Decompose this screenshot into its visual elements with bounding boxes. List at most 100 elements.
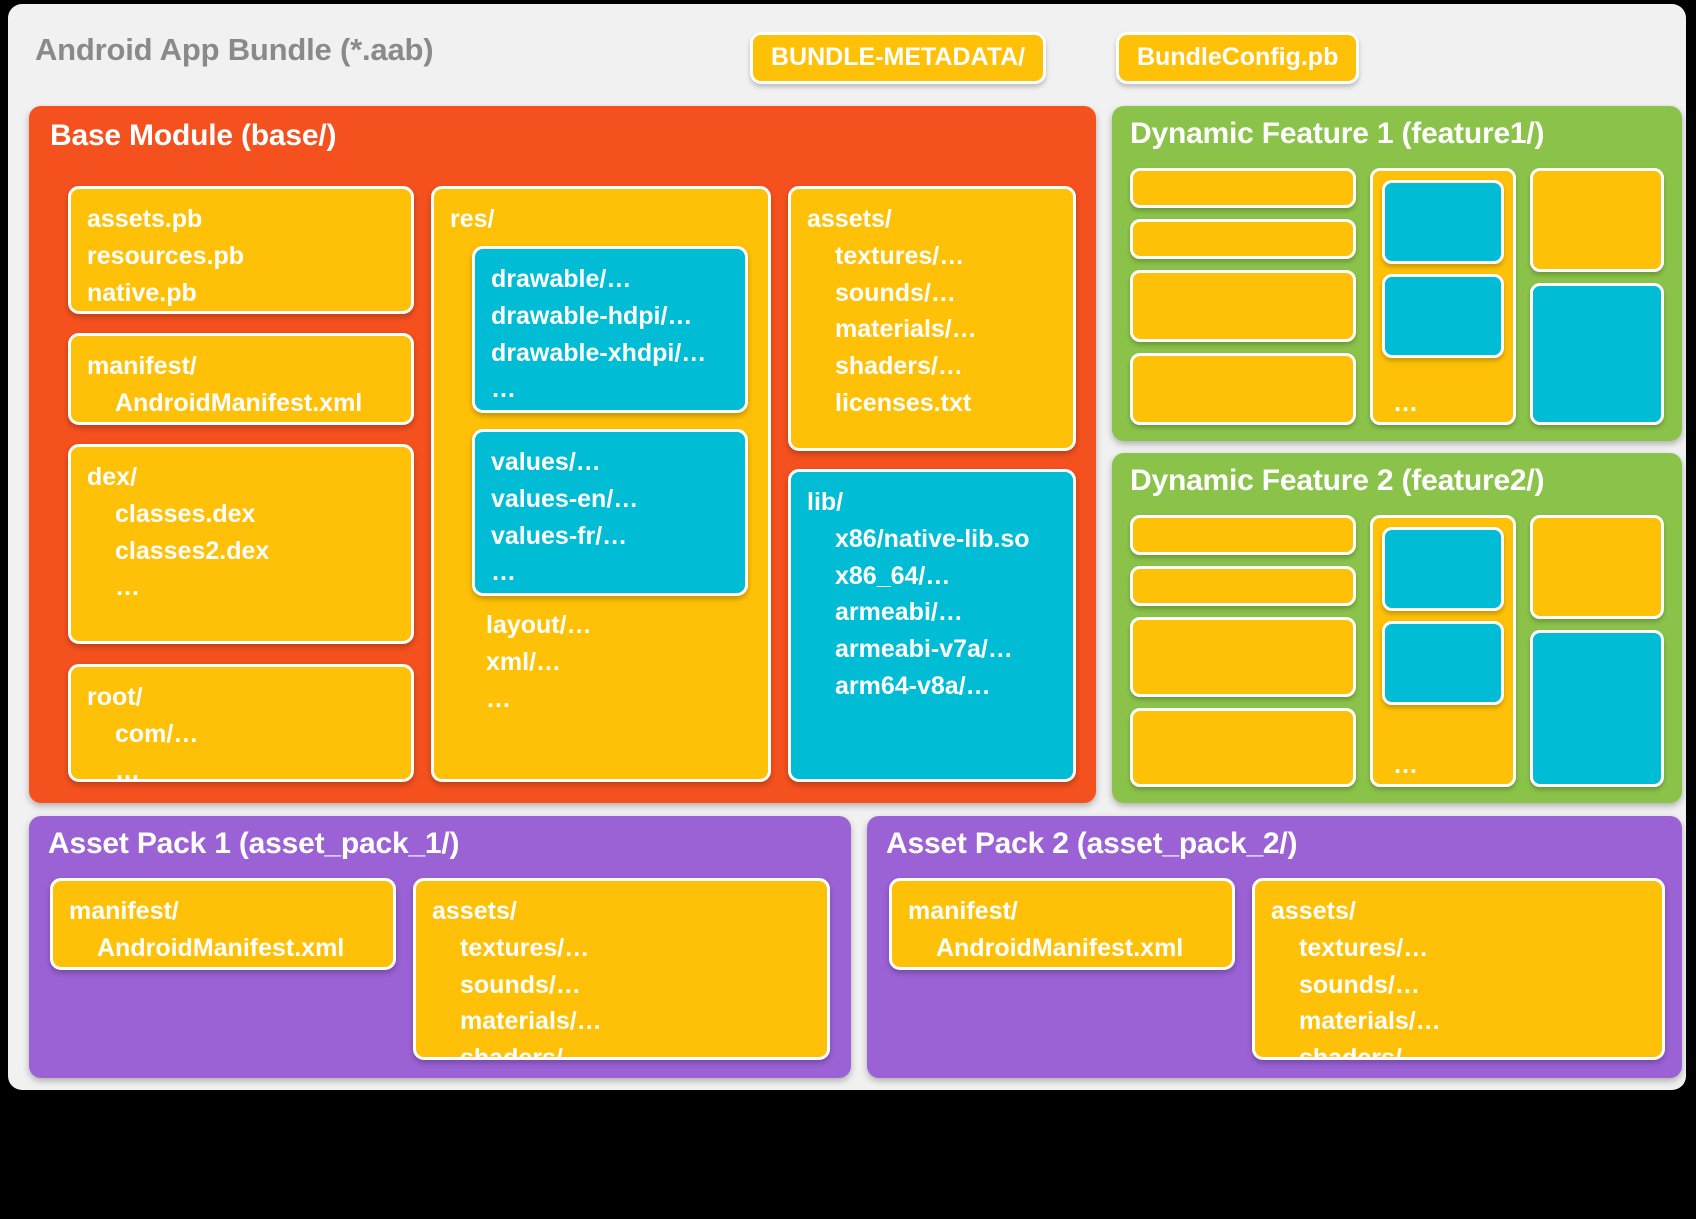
feature-column-middle: … — [1370, 168, 1516, 425]
manifest-head: manifest/ — [908, 897, 1018, 925]
base-root-box: root/ com/… … — [68, 664, 414, 782]
feature-ellipsis: … — [1393, 751, 1418, 779]
res-head: res/ — [450, 205, 495, 233]
assets-line: materials/… — [1299, 1007, 1441, 1036]
res-tail-line: … — [486, 684, 511, 713]
feature-placeholder-box — [1530, 630, 1664, 787]
res-tail-lines: layout/… xml/… … — [486, 607, 592, 717]
values-line: values-en/… — [491, 484, 639, 513]
feature-placeholder-box — [1530, 515, 1664, 619]
drawable-line: drawable-xhdpi/… — [491, 338, 707, 367]
feature-column-left — [1130, 515, 1356, 787]
asset-pack-2-module: Asset Pack 2 (asset_pack_2/) manifest/ A… — [867, 816, 1682, 1078]
feature-column-middle: … — [1370, 515, 1516, 787]
values-line: values-fr/… — [491, 521, 628, 550]
manifest-head: manifest/ — [87, 352, 197, 380]
asset-pack-2-assets-box: assets/ textures/… sounds/… materials/… … — [1252, 878, 1665, 1060]
drawable-line: drawable-hdpi/… — [491, 301, 693, 330]
assets-line: shaders/… — [1299, 1044, 1427, 1060]
lib-line: armeabi-v7a/… — [835, 635, 1013, 663]
root-line: … — [115, 756, 140, 782]
lib-line: arm64-v8a/… — [835, 671, 991, 700]
feature-placeholder-box — [1382, 527, 1504, 611]
asset-pack-1-assets-box: assets/ textures/… sounds/… materials/… … — [413, 878, 830, 1060]
dynamic-feature-1-grid: … — [1130, 168, 1664, 425]
assets-line: sounds/… — [460, 970, 581, 999]
lib-line: armeabi/… — [835, 598, 963, 627]
dex-head: dex/ — [87, 463, 138, 491]
assets-line: shaders/… — [460, 1044, 588, 1060]
assets-line: sounds/… — [1299, 970, 1420, 999]
base-manifest-box: manifest/ AndroidManifest.xml — [68, 333, 414, 425]
feature-res-wrapper-box: … — [1370, 515, 1516, 787]
feature-placeholder-box — [1130, 168, 1356, 208]
feature-column-right — [1530, 168, 1664, 425]
manifest-line: AndroidManifest.xml — [936, 933, 1184, 962]
base-dex-box: dex/ classes.dex classes2.dex … — [68, 444, 414, 644]
feature-placeholder-box — [1130, 515, 1356, 555]
dynamic-feature-2-grid: … — [1130, 515, 1664, 787]
values-line: … — [491, 558, 516, 587]
dynamic-feature-1-title: Dynamic Feature 1 (feature1/) — [1130, 117, 1545, 150]
res-values-box: values/… values-en/… values-fr/… … — [472, 429, 748, 596]
bundle-config-chip: BundleConfig.pb — [1116, 32, 1360, 85]
pb-line: resources.pb — [87, 241, 245, 270]
res-tail-line: xml/… — [486, 647, 562, 676]
feature-placeholder-box — [1382, 180, 1504, 264]
lib-head: lib/ — [807, 488, 844, 516]
dex-line: classes.dex — [115, 499, 256, 528]
feature-placeholder-box — [1130, 219, 1356, 259]
feature-placeholder-box — [1130, 566, 1356, 606]
assets-line: materials/… — [835, 315, 977, 344]
feature-placeholder-box — [1382, 274, 1504, 358]
lib-line: x86_64/… — [835, 561, 951, 590]
asset-pack-1-title: Asset Pack 1 (asset_pack_1/) — [48, 827, 460, 860]
assets-line: textures/… — [1299, 933, 1429, 962]
feature-placeholder-box — [1130, 707, 1356, 787]
root-head: root/ — [87, 683, 143, 711]
feature-column-right — [1530, 515, 1664, 787]
feature-column-left — [1130, 168, 1356, 425]
feature-placeholder-box — [1382, 621, 1504, 705]
feature-placeholder-box — [1530, 283, 1664, 425]
assets-line: shaders/… — [835, 352, 963, 380]
dynamic-feature-2-title: Dynamic Feature 2 (feature2/) — [1130, 464, 1545, 497]
assets-line: textures/… — [835, 241, 965, 270]
drawable-line: … — [491, 375, 516, 404]
base-module-title: Base Module (base/) — [50, 119, 337, 152]
dex-line: … — [115, 573, 140, 602]
res-drawable-box: drawable/… drawable-hdpi/… drawable-xhdp… — [472, 246, 748, 413]
assets-head: assets/ — [1271, 897, 1356, 925]
bundle-metadata-chip: BUNDLE-METADATA/ — [750, 32, 1047, 85]
dex-line: classes2.dex — [115, 536, 270, 565]
base-module: Base Module (base/) assets.pb resources.… — [29, 106, 1096, 803]
values-line: values/… — [491, 448, 601, 476]
dynamic-feature-1-module: Dynamic Feature 1 (feature1/) … — [1112, 106, 1682, 441]
asset-pack-1-manifest-box: manifest/ AndroidManifest.xml — [50, 878, 396, 970]
assets-line: licenses.txt — [835, 388, 972, 417]
assets-head: assets/ — [432, 897, 517, 925]
manifest-head: manifest/ — [69, 897, 179, 925]
asset-pack-1-module: Asset Pack 1 (asset_pack_1/) manifest/ A… — [29, 816, 851, 1078]
drawable-line: drawable/… — [491, 265, 632, 293]
manifest-line: AndroidManifest.xml — [97, 933, 345, 962]
feature-placeholder-box — [1130, 617, 1356, 697]
res-tail-line: layout/… — [486, 611, 592, 639]
asset-pack-2-title: Asset Pack 2 (asset_pack_2/) — [886, 827, 1298, 860]
manifest-line: AndroidManifest.xml — [115, 388, 363, 417]
root-line: com/… — [115, 719, 199, 748]
feature-placeholder-box — [1130, 353, 1356, 425]
assets-line: materials/… — [460, 1007, 602, 1036]
base-res-box: res/ drawable/… drawable-hdpi/… drawable… — [431, 186, 771, 782]
feature-placeholder-box — [1130, 270, 1356, 342]
page-title: Android App Bundle (*.aab) — [35, 32, 434, 67]
feature-ellipsis: … — [1393, 389, 1418, 417]
feature-placeholder-box — [1530, 168, 1664, 272]
base-assets-box: assets/ textures/… sounds/… materials/… … — [788, 186, 1076, 451]
pb-line: native.pb — [87, 278, 197, 307]
base-pb-box: assets.pb resources.pb native.pb — [68, 186, 414, 314]
lib-line: x86/native-lib.so — [835, 524, 1030, 553]
assets-line: sounds/… — [835, 278, 956, 307]
bundle-header: Android App Bundle (*.aab) — [8, 4, 1686, 96]
base-lib-box: lib/ x86/native-lib.so x86_64/… armeabi/… — [788, 469, 1076, 782]
